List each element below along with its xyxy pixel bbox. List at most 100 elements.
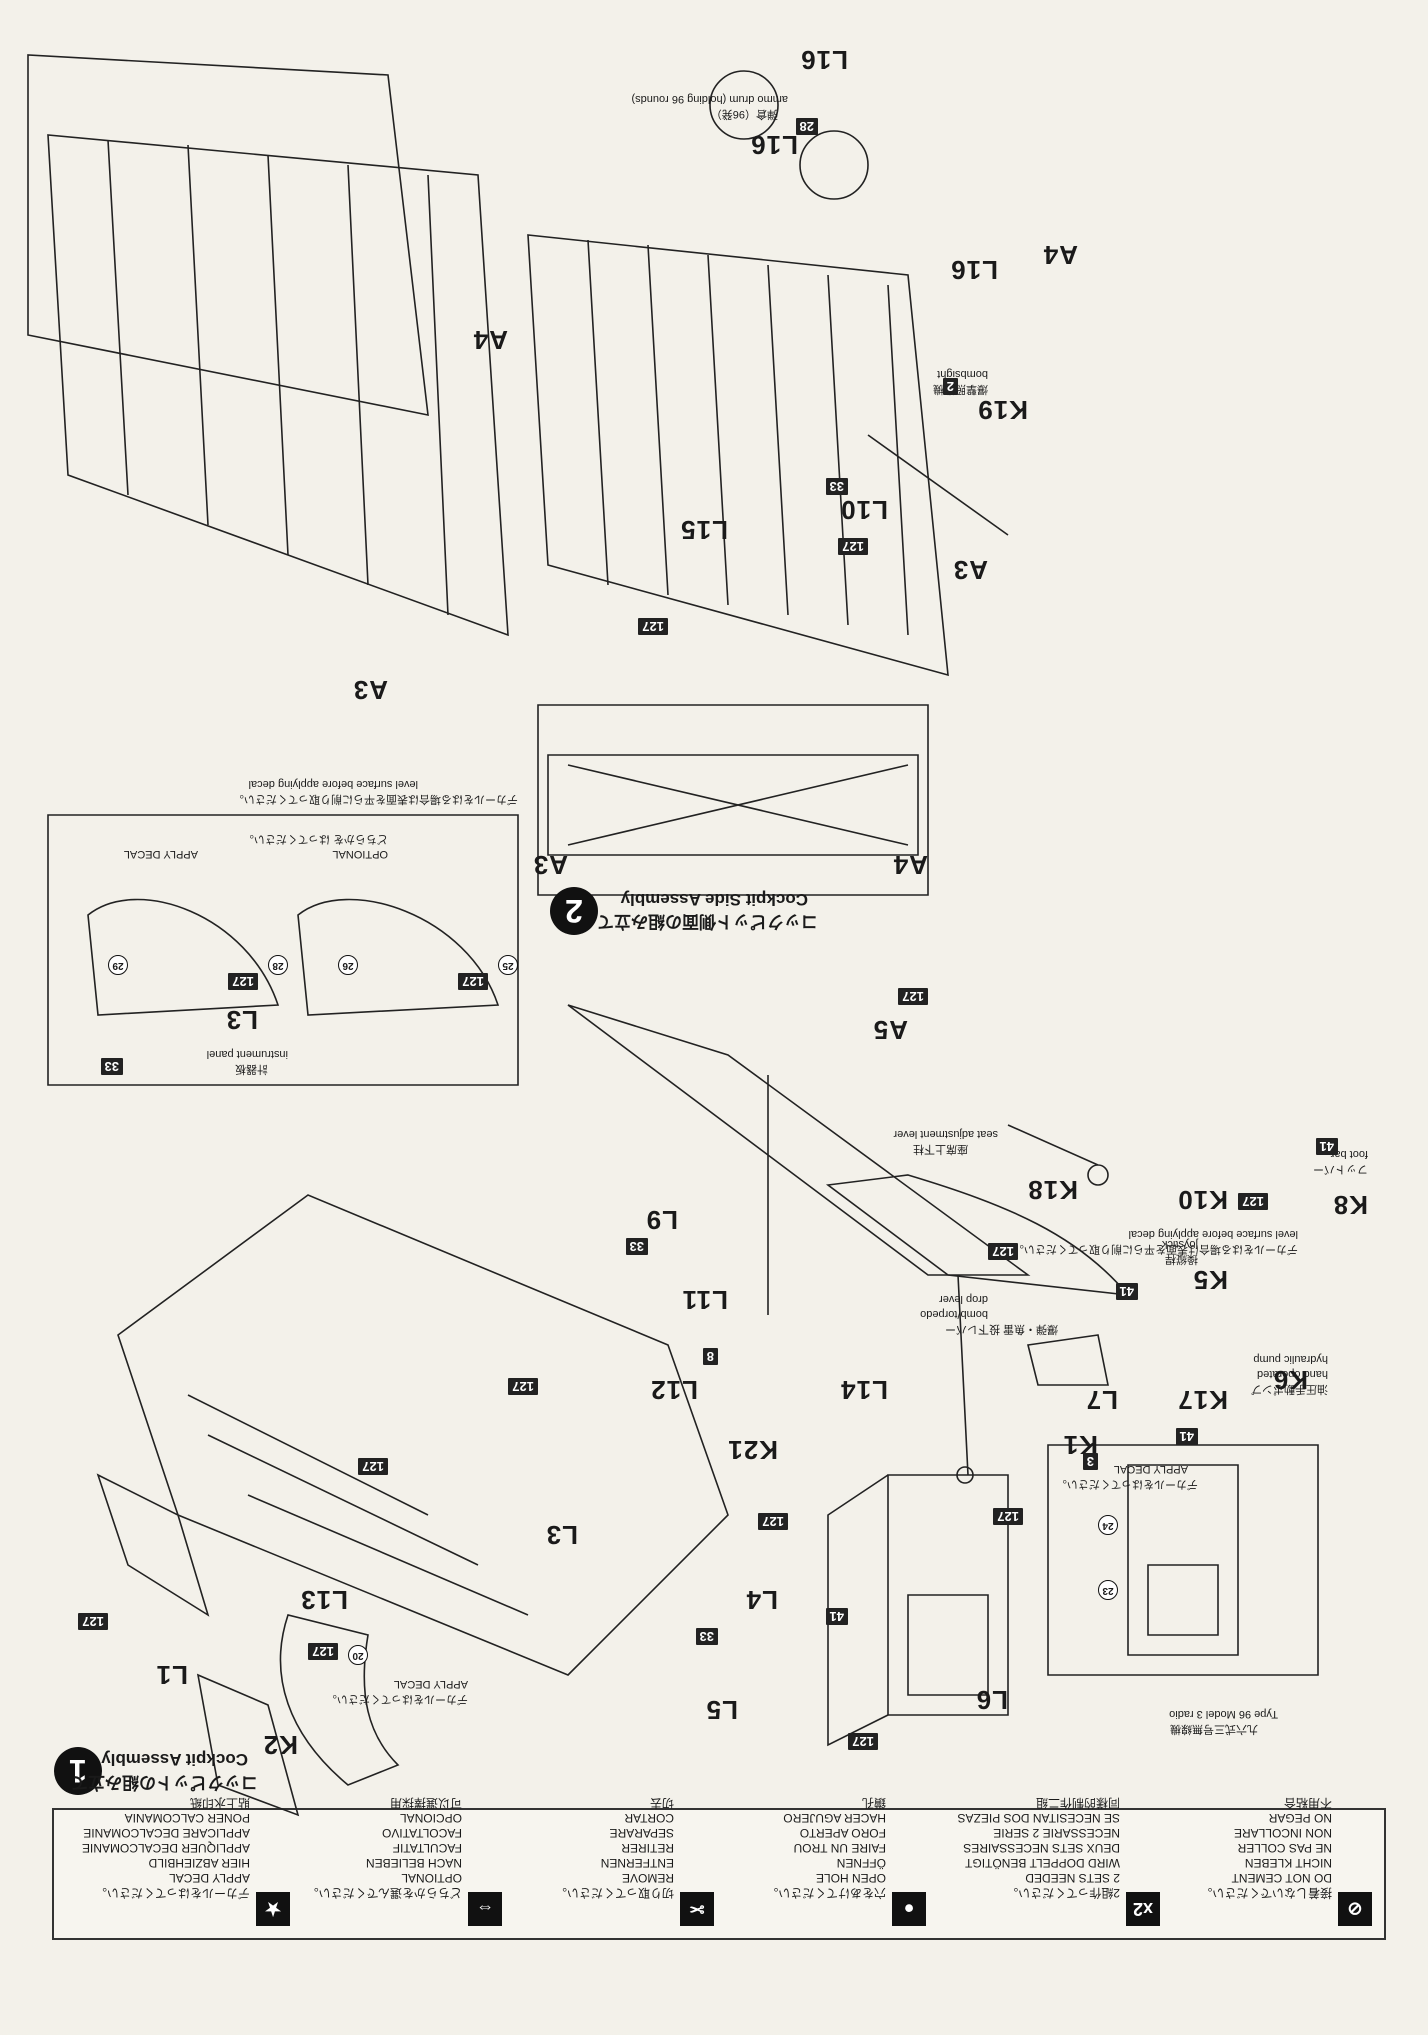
paint-41-l4: 41 xyxy=(825,1608,848,1625)
part-A4-left: A4 xyxy=(472,325,508,355)
part-K2: K2 xyxy=(262,1730,298,1760)
decal-23: 23 xyxy=(1098,1580,1118,1600)
part-L14: L14 xyxy=(840,1375,888,1405)
k2-apply-decal: APPLY DECAL xyxy=(393,1678,468,1690)
decal-24: 24 xyxy=(1098,1515,1118,1535)
paint-127-panel-b: 127 xyxy=(228,973,258,990)
paint-33-l5: 33 xyxy=(695,1628,718,1645)
part-K5: K5 xyxy=(1192,1265,1228,1295)
panel-label-jp: 計器板 xyxy=(235,1063,268,1075)
foot-bar-label-jp: フットバー xyxy=(1313,1163,1368,1175)
step1-decal-note-jp: デカールをはる場合は表面を平らに削り取ってください。 xyxy=(1012,1243,1298,1255)
step1-apply-decal-jp: デカールをはってください。 xyxy=(1055,1478,1198,1490)
k2-apply-decal-jp: デカールをはってください。 xyxy=(325,1693,468,1705)
step-1-title-en: Cockpit Assembly xyxy=(101,1750,248,1769)
foot-bar-drawing xyxy=(1007,1124,1109,1186)
paint-127-l13: 127 xyxy=(358,1458,388,1475)
paint-28-ammo: 28 xyxy=(795,118,818,135)
side-overview-box xyxy=(537,704,929,896)
paint-33-l9: 33 xyxy=(625,1238,648,1255)
part-K19: K19 xyxy=(977,395,1028,425)
part-K6: K6 xyxy=(1272,1365,1308,1395)
step2-decal-note-jp: デカールをはる場合は表面を平らに削り取ってください。 xyxy=(232,793,518,805)
paint-33-panel: 33 xyxy=(100,1058,123,1075)
ammo-drum-1 xyxy=(799,130,869,200)
radio-decal-box xyxy=(1047,1444,1319,1676)
part-L3: L3 xyxy=(545,1520,578,1550)
part-L5: L5 xyxy=(705,1695,738,1725)
paint-127-l15: 127 xyxy=(638,618,668,635)
panel-left-drawing xyxy=(297,898,500,1016)
decal-29: 29 xyxy=(108,955,128,975)
part-L10: L10 xyxy=(840,495,888,525)
ammo-label-jp: 弾倉（96発） xyxy=(710,108,778,120)
drop-lever-label-jp: 爆弾・魚雷 投下レバー xyxy=(944,1323,1058,1335)
step-1-title-jp: コックピットの組み立て xyxy=(71,1773,258,1792)
part-L16-b: L16 xyxy=(750,130,798,160)
part-K8: K8 xyxy=(1332,1190,1368,1220)
decal-26: 26 xyxy=(338,955,358,975)
radio-label-jp: 九六式三号無線機 xyxy=(1170,1723,1258,1735)
paint-127-k2: 127 xyxy=(308,1643,338,1660)
side-wall-a3-drawing xyxy=(527,234,949,677)
seat-lever-label-jp: 座席上下柱 xyxy=(913,1143,968,1155)
part-K21: K21 xyxy=(727,1435,778,1465)
part-A3-left: A3 xyxy=(352,675,388,705)
panel-right-drawing xyxy=(87,898,280,1016)
part-L7: L7 xyxy=(1085,1385,1118,1415)
part-L16-c: L16 xyxy=(800,45,848,75)
part-K10: K10 xyxy=(1177,1185,1228,1215)
paint-41-k5: 41 xyxy=(1115,1283,1138,1300)
paint-127-l10: 127 xyxy=(838,538,868,555)
paint-127-k18: 127 xyxy=(988,1243,1018,1260)
part-L16-a: L16 xyxy=(950,255,998,285)
panel-optional: OPTIONAL xyxy=(332,848,388,860)
bombsight-drawing xyxy=(867,434,1009,536)
joystick-label-en: joystick xyxy=(1161,1238,1198,1250)
panel-choose-jp: どちらかを はってください。 xyxy=(242,833,388,845)
paint-127-k21: 127 xyxy=(758,1513,788,1530)
decal-25: 25 xyxy=(498,955,518,975)
paint-127-l6: 127 xyxy=(848,1733,878,1750)
paint-127-panel-a: 127 xyxy=(458,973,488,990)
part-L15: L15 xyxy=(680,515,728,545)
step1-decal-note-en: level surface before applying decal xyxy=(1128,1228,1298,1240)
panel-apply-decal: APPLY DECAL xyxy=(123,848,198,860)
step-2-title-jp: コックピット側面の組み立て xyxy=(597,912,818,931)
part-L13: L13 xyxy=(300,1585,348,1615)
joystick-drawing xyxy=(956,1274,974,1484)
panel-label-en: instrument panel xyxy=(206,1048,288,1060)
paint-127-a5: 127 xyxy=(898,988,928,1005)
part-L11: L11 xyxy=(681,1285,728,1315)
drop-lever-label-en1: bomb/torpedo xyxy=(920,1308,988,1320)
radio-label-en: Type 96 Model 3 radio xyxy=(1169,1708,1278,1720)
part-L3-panel: L3 xyxy=(225,1005,258,1035)
instrument-panel-box xyxy=(47,814,519,1086)
part-A3-wall: A3 xyxy=(952,555,988,585)
fuselage-rear-drawing xyxy=(27,54,429,417)
step-2-title-en: Cockpit Side Assembly xyxy=(620,890,808,909)
seat-drawing xyxy=(279,1614,400,1786)
ammo-label-en: ammo drum (holding 96 rounds) xyxy=(631,93,788,105)
pump-drawing xyxy=(1027,1334,1109,1386)
radio-block-drawing xyxy=(887,1474,1009,1716)
part-L12: L12 xyxy=(650,1375,698,1405)
paint-127-l3: 127 xyxy=(508,1378,538,1395)
paint-41-k17: 41 xyxy=(1175,1428,1198,1445)
step1-apply-decal: APPLY DECAL xyxy=(1113,1463,1188,1475)
decal-20: 20 xyxy=(348,1645,368,1665)
side-wall-a4-drawing xyxy=(47,134,509,637)
drop-lever-label-en2: drop lever xyxy=(939,1293,988,1305)
part-K17: K17 xyxy=(1177,1385,1228,1415)
part-L9: L9 xyxy=(645,1205,678,1235)
part-A5: A5 xyxy=(872,1015,908,1045)
seat-lever-label-en: seat adjustment lever xyxy=(893,1128,998,1140)
paint-127-k10: 127 xyxy=(1238,1193,1268,1210)
decal-28: 28 xyxy=(268,955,288,975)
part-K18: K18 xyxy=(1027,1175,1078,1205)
ammo-drum-2 xyxy=(709,70,779,140)
step-2-number: 2 xyxy=(550,887,598,935)
part-A4-right: A4 xyxy=(1042,240,1078,270)
